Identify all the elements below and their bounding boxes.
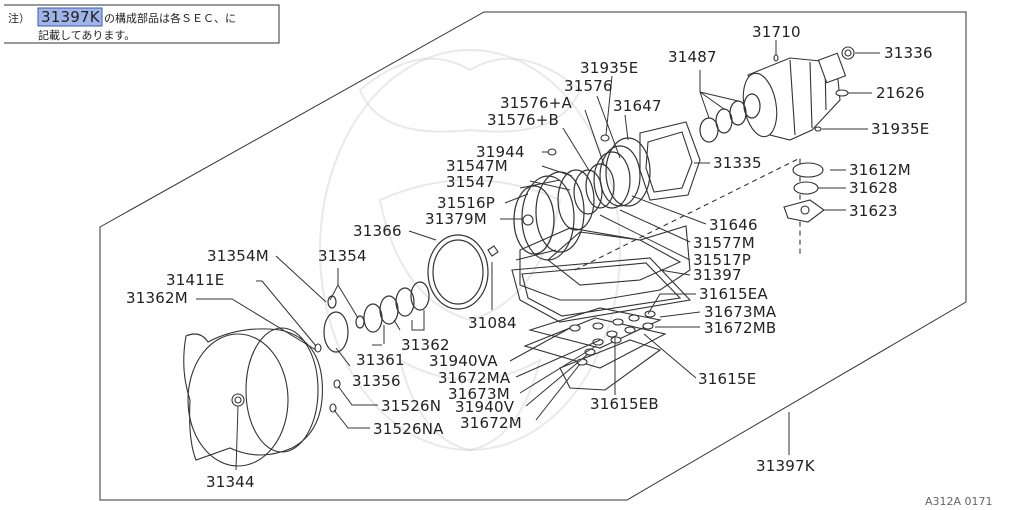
diagram-code: A312A 0171 — [925, 495, 993, 508]
label-31356: 31356 — [352, 372, 401, 390]
label-31673ma: 31673MA — [704, 303, 777, 321]
label-31361: 31361 — [356, 351, 405, 369]
watermark-emblem — [319, 49, 621, 452]
label-31612m: 31612M — [849, 161, 911, 179]
label-31672mb: 31672MB — [704, 319, 776, 337]
note-box: 注） 31397K の構成部品は各ＳＥＣ、に 記載してあります。 — [4, 4, 280, 44]
oring-31935e-top — [600, 134, 610, 142]
label-31940v: 31940V — [455, 398, 515, 416]
rings-31354-31362 — [323, 281, 430, 353]
gasket-31366 — [427, 234, 489, 310]
leader-lines — [196, 40, 880, 471]
label-31647: 31647 — [613, 97, 662, 115]
note-highlight-part: 31397K — [41, 8, 101, 26]
oring-31944 — [547, 148, 557, 156]
part-31411e — [314, 343, 322, 353]
oring-31612m — [792, 162, 824, 178]
label-31366: 31366 — [353, 222, 402, 240]
label-31084: 31084 — [468, 314, 517, 332]
label-31547: 31547 — [446, 173, 495, 191]
label-31615eb: 31615EB — [590, 395, 659, 413]
kit-boundary — [99, 11, 967, 501]
label-31336: 31336 — [884, 44, 933, 62]
label-31577m: 31577M — [693, 234, 755, 252]
label-31628: 31628 — [849, 179, 898, 197]
note-line1: の構成部品は各ＳＥＣ、に — [104, 11, 236, 25]
label-31411e: 31411E — [166, 271, 224, 289]
oring-31628 — [793, 181, 819, 195]
part-labels: 31710 31336 21626 31935E 31935E 31487 31… — [126, 23, 933, 491]
label-31335: 31335 — [713, 154, 762, 172]
oring-31935e-right — [814, 126, 822, 132]
label-31935e-right: 31935E — [871, 120, 929, 138]
label-31487: 31487 — [668, 48, 717, 66]
label-31354m: 31354M — [207, 247, 269, 265]
oring-21626 — [835, 89, 849, 97]
reference-dashed-frame — [574, 157, 801, 271]
label-21626: 21626 — [876, 84, 925, 102]
label-31344: 31344 — [206, 473, 255, 491]
label-31362m: 31362M — [126, 289, 188, 307]
label-31576a: 31576+A — [500, 94, 572, 112]
label-31672m: 31672M — [460, 414, 522, 432]
note-prefix: 注） — [8, 11, 30, 25]
label-31362: 31362 — [401, 336, 450, 354]
small-orings-group — [569, 310, 656, 366]
gasket-31397 — [511, 257, 692, 323]
label-31354: 31354 — [318, 247, 367, 265]
label-31615e: 31615E — [698, 370, 756, 388]
label-31615ea: 31615EA — [699, 285, 768, 303]
label-31397: 31397 — [693, 266, 742, 284]
label-31517p: 31517P — [693, 251, 751, 269]
label-31547m: 31547M — [446, 157, 508, 175]
note-line2: 記載してあります。 — [38, 28, 135, 42]
label-31526n: 31526N — [381, 397, 441, 415]
label-31526na: 31526NA — [373, 420, 444, 438]
oring-31084 — [487, 245, 499, 257]
plate-31623 — [783, 199, 825, 223]
label-31397k: 31397K — [756, 457, 816, 475]
label-31672ma: 31672MA — [438, 369, 511, 387]
label-31673m: 31673M — [448, 385, 510, 403]
clutch-pack — [513, 137, 651, 261]
label-31516p: 31516P — [437, 194, 495, 212]
note-highlight-box — [37, 7, 103, 27]
label-31940va: 31940VA — [429, 352, 498, 370]
label-31646: 31646 — [709, 216, 758, 234]
transmission-case-bottom — [519, 225, 691, 301]
label-31623: 31623 — [849, 202, 898, 220]
label-31379m: 31379M — [425, 210, 487, 228]
label-31710: 31710 — [752, 23, 801, 41]
label-31576: 31576 — [564, 77, 613, 95]
label-31935e-top: 31935E — [580, 59, 638, 77]
converter-housing-31344 — [183, 327, 323, 467]
oil-strainer — [523, 307, 667, 391]
label-31944: 31944 — [476, 143, 525, 161]
label-31576b: 31576+B — [487, 111, 559, 129]
